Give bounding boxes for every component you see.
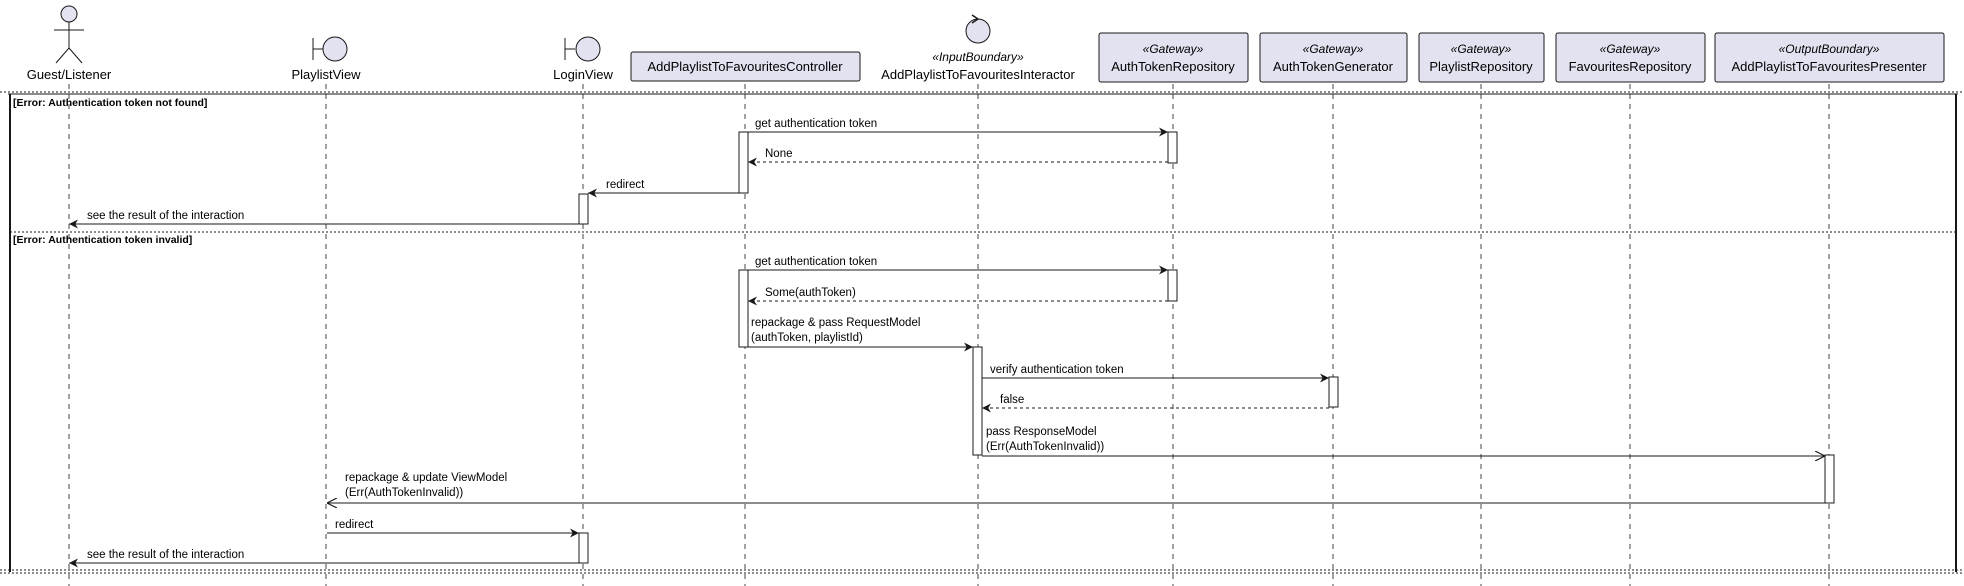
stereotype-label: «OutputBoundary»: [1779, 42, 1880, 56]
activation-authrepo-1: [1167, 131, 1178, 164]
message-false: false: [982, 394, 1329, 413]
message-label: (Err(AuthTokenInvalid)): [345, 487, 463, 499]
message-label: get authentication token: [755, 118, 877, 130]
stereotype-label: «InputBoundary»: [932, 50, 1024, 64]
participant-favrepo: «Gateway» FavouritesRepository: [1555, 32, 1706, 83]
message-label: pass ResponseModel: [986, 426, 1097, 438]
participant-loginview: LoginView: [553, 36, 613, 82]
message-none: None: [748, 148, 1168, 167]
stereotype-label: «Gateway»: [1451, 42, 1512, 56]
message-label: verify authentication token: [990, 364, 1124, 376]
stereotype-label: «Gateway»: [1600, 42, 1661, 56]
participant-label-controller: AddPlaylistToFavouritesController: [647, 59, 843, 74]
participant-label-authgen: AuthTokenGenerator: [1273, 59, 1394, 74]
message-redirect-1: redirect: [588, 179, 739, 198]
message-pass-request-model: repackage & pass RequestModel (authToken…: [748, 317, 973, 352]
message-label: redirect: [606, 179, 645, 191]
message-pass-response-model: pass ResponseModel (Err(AuthTokenInvalid…: [982, 426, 1825, 456]
participant-label-playlistview: PlaylistView: [291, 67, 361, 82]
participant-interactor: «InputBoundary» AddPlaylistToFavouritesI…: [881, 14, 1075, 82]
participant-label-playlistrepo: PlaylistRepository: [1429, 59, 1533, 74]
participant-playlistrepo: «Gateway» PlaylistRepository: [1418, 32, 1545, 83]
participant-label-loginview: LoginView: [553, 67, 613, 82]
fragment-token-not-found: [Error: Authentication token not found]: [8, 93, 1958, 109]
participant-label-guest: Guest/Listener: [27, 67, 112, 82]
message-label: repackage & pass RequestModel: [751, 317, 920, 329]
boundary-icon: [312, 36, 348, 62]
participant-authgen: «Gateway» AuthTokenGenerator: [1259, 32, 1408, 83]
message-label: false: [1000, 394, 1024, 406]
participant-label-presenter: AddPlaylistToFavouritesPresenter: [1731, 59, 1927, 74]
fragment-label-token-invalid: [Error: Authentication token invalid]: [13, 234, 192, 246]
activation-authgen: [1328, 376, 1339, 408]
message-label: repackage & update ViewModel: [345, 472, 507, 484]
activation-loginview-2: [578, 532, 589, 564]
participant-guest: Guest/Listener: [27, 5, 112, 82]
message-label: Some(authToken): [765, 287, 856, 299]
participant-label-interactor: AddPlaylistToFavouritesInteractor: [881, 67, 1075, 82]
message-get-token-2: get authentication token: [748, 256, 1168, 275]
participant-authrepo: «Gateway» AuthTokenRepository: [1098, 32, 1249, 83]
message-label: see the result of the interaction: [87, 549, 244, 561]
message-label: (authToken, playlistId): [751, 332, 863, 344]
message-label: redirect: [335, 519, 374, 531]
activation-interactor: [972, 346, 983, 456]
activation-authrepo-2: [1167, 269, 1178, 302]
participant-presenter: «OutputBoundary» AddPlaylistToFavourites…: [1714, 32, 1945, 83]
message-label: (Err(AuthTokenInvalid)): [986, 441, 1104, 453]
participant-controller: AddPlaylistToFavouritesController: [630, 51, 861, 82]
lifelines: [68, 84, 1830, 586]
activation-presenter: [1824, 454, 1835, 504]
message-see-result-2: see the result of the interaction: [69, 549, 579, 568]
participant-label-authrepo: AuthTokenRepository: [1111, 59, 1235, 74]
control-icon: [965, 14, 991, 44]
message-update-viewmodel: repackage & update ViewModel (Err(AuthTo…: [327, 472, 1825, 503]
actor-icon: [54, 5, 84, 64]
message-label: see the result of the interaction: [87, 210, 244, 222]
message-redirect-2: redirect: [327, 519, 579, 538]
fragment-label-token-not-found: [Error: Authentication token not found]: [13, 97, 207, 109]
activation-controller-1: [738, 131, 749, 194]
activation-bars: [578, 131, 1835, 564]
alt-frame: [0, 91, 1964, 574]
stereotype-label: «Gateway»: [1303, 42, 1364, 56]
fragment-token-invalid: [Error: Authentication token invalid]: [10, 231, 1956, 246]
messages: get authentication token None redirect s…: [69, 118, 1825, 568]
boundary-icon: [564, 36, 601, 62]
message-some-token: Some(authToken): [748, 287, 1168, 306]
stereotype-label: «Gateway»: [1143, 42, 1204, 56]
activation-loginview-1: [578, 193, 589, 225]
participant-label-favrepo: FavouritesRepository: [1569, 59, 1692, 74]
message-verify-token: verify authentication token: [982, 364, 1329, 383]
message-label: get authentication token: [755, 256, 877, 268]
activation-controller-2: [738, 269, 749, 348]
message-label: None: [765, 148, 793, 160]
message-get-token-1: get authentication token: [748, 118, 1168, 137]
message-see-result-1: see the result of the interaction: [69, 210, 579, 229]
participant-playlistview: PlaylistView: [291, 36, 361, 82]
